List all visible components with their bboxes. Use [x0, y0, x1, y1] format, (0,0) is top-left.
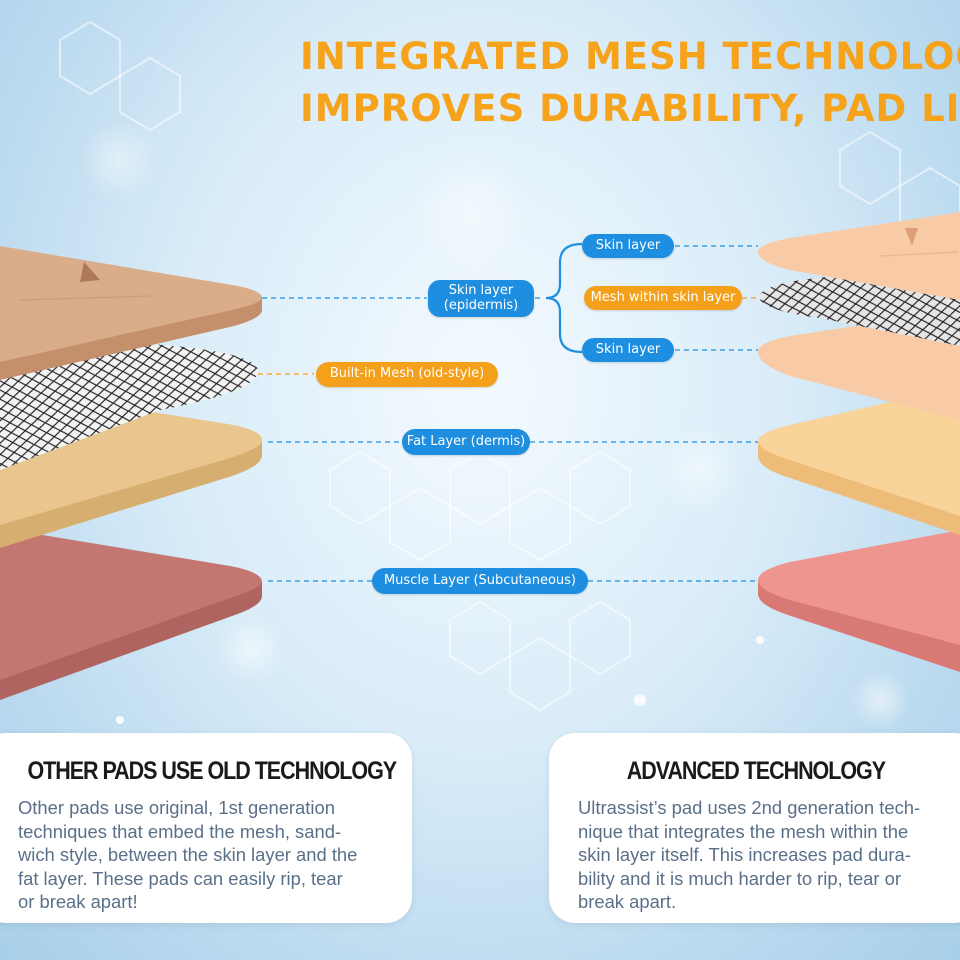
- old-technology-description: Other pads use original, 1st generation …: [18, 796, 357, 914]
- advanced-technology-line: Ultrassist’s pad uses 2nd generation tec…: [578, 797, 921, 818]
- label-built-in-mesh: Built-in Mesh (old-style): [316, 362, 498, 387]
- label-muscle-layer: Muscle Layer (Subcutaneous): [372, 568, 588, 594]
- headline-line-1: INTEGRATED MESH TECHNOLOGY: [300, 35, 960, 78]
- label-skin-layer-epidermis: Skin layer (epidermis): [428, 280, 534, 317]
- old-technology-line: wich style, between the skin layer and t…: [18, 844, 358, 865]
- new-pad-layers: [758, 212, 960, 672]
- advanced-technology-line: skin layer itself. This increases pad du…: [578, 844, 911, 865]
- advanced-technology-line: bility and it is much harder to rip, tea…: [578, 867, 901, 889]
- old-technology-line: Other pads use original, 1st generation: [18, 797, 335, 818]
- advanced-technology-line: break apart.: [578, 891, 677, 912]
- new-skin-lower: [758, 310, 960, 420]
- advanced-technology-card: ADVANCED TECHNOLOGY Ultrassist’s pad use…: [549, 733, 960, 923]
- old-technology-title: OTHER PADS USE OLD TECHNOLOGY: [27, 757, 397, 785]
- advanced-technology-line: nique that integrates the mesh within th…: [578, 820, 909, 842]
- old-pad-layers: [0, 246, 262, 700]
- old-technology-line: techniques that embed the mesh, sand-: [18, 820, 342, 842]
- label-skin-layer-epidermis-line1: Skin layer: [448, 282, 514, 298]
- label-fat-layer: Fat Layer (dermis): [402, 429, 530, 455]
- advanced-technology-title: ADVANCED TECHNOLOGY: [626, 757, 886, 785]
- old-technology-line: fat layer. These pads can easily rip, te…: [18, 867, 343, 889]
- label-skin-layer-bottom: Skin layer: [582, 338, 674, 362]
- brace-icon: [545, 242, 583, 354]
- connector-lines: [258, 245, 760, 582]
- old-skin-layer: [0, 246, 262, 372]
- old-technology-card: OTHER PADS USE OLD TECHNOLOGY Other pads…: [0, 733, 412, 923]
- new-muscle-layer: [758, 530, 960, 660]
- old-technology-line: or break apart!: [18, 891, 138, 912]
- label-skin-layer-top: Skin layer: [582, 234, 674, 258]
- new-fat-layer: [758, 386, 960, 530]
- label-mesh-within-skin: Mesh within skin layer: [584, 286, 742, 310]
- headline-line-2: IMPROVES DURABILITY, PAD LIFE: [300, 87, 960, 130]
- advanced-technology-description: Ultrassist’s pad uses 2nd generation tec…: [578, 796, 920, 914]
- label-skin-layer-epidermis-line2: (epidermis): [443, 297, 519, 313]
